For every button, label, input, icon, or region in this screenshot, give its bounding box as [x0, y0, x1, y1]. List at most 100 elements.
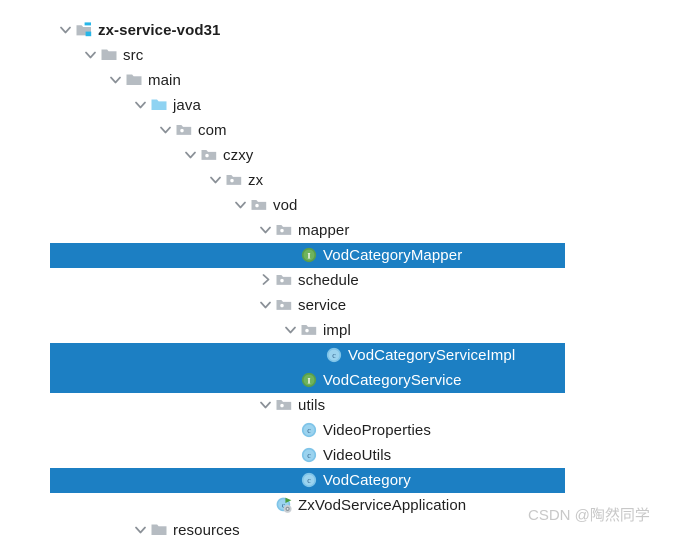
interface-icon: I [299, 368, 321, 393]
tree-row-content[interactable]: utils [258, 393, 325, 418]
tree-row-label: VodCategoryServiceImpl [348, 347, 516, 364]
tree-row[interactable]: main [0, 68, 679, 93]
tree-row[interactable]: c ZxVodServiceApplication [0, 493, 679, 518]
package-icon [274, 218, 296, 243]
chevron-down-icon[interactable] [258, 293, 274, 318]
tree-row-content[interactable]: vod [233, 193, 298, 218]
folder-source-root-icon [149, 93, 171, 118]
twisty-spacer [308, 343, 324, 368]
package-icon [274, 293, 296, 318]
tree-row-content[interactable]: czxy [183, 143, 253, 168]
row-selection-highlight [50, 343, 565, 368]
tree-row-content[interactable]: zx [208, 168, 263, 193]
chevron-down-icon[interactable] [233, 193, 249, 218]
package-icon [224, 168, 246, 193]
tree-row-label: java [173, 97, 201, 114]
tree-row-content[interactable]: c ZxVodServiceApplication [258, 493, 466, 518]
chevron-down-icon[interactable] [258, 218, 274, 243]
twisty-spacer [283, 418, 299, 443]
twisty-spacer [283, 243, 299, 268]
tree-row-label: VodCategory [323, 472, 411, 489]
twisty-spacer [283, 468, 299, 493]
tree-row-label: zx-service-vod31 [98, 22, 221, 39]
tree-row[interactable]: vod [0, 193, 679, 218]
tree-row-content[interactable]: mapper [258, 218, 349, 243]
chevron-down-icon[interactable] [258, 393, 274, 418]
class-icon: c [299, 418, 321, 443]
tree-row-content[interactable]: schedule [258, 268, 359, 293]
chevron-down-icon[interactable] [283, 318, 299, 343]
tree-row-content[interactable]: c VideoProperties [283, 418, 431, 443]
tree-row-label: zx [248, 172, 264, 189]
chevron-down-icon[interactable] [158, 118, 174, 143]
tree-row-label: VideoUtils [323, 447, 392, 464]
tree-row[interactable]: schedule [0, 268, 679, 293]
tree-row[interactable]: c VideoUtils [0, 443, 679, 468]
twisty-spacer [283, 443, 299, 468]
svg-text:I: I [307, 376, 310, 385]
module-folder-icon [74, 18, 96, 43]
tree-row-label: schedule [298, 272, 359, 289]
chevron-down-icon[interactable] [208, 168, 224, 193]
svg-text:I: I [307, 251, 310, 260]
tree-row-content[interactable]: service [258, 293, 346, 318]
svg-text:c: c [307, 426, 311, 435]
tree-row-label: impl [323, 322, 351, 339]
twisty-spacer [283, 368, 299, 393]
svg-text:c: c [282, 500, 286, 509]
tree-row[interactable]: c VideoProperties [0, 418, 679, 443]
tree-row-content[interactable]: resources [133, 518, 240, 543]
chevron-down-icon[interactable] [133, 93, 149, 118]
tree-row[interactable]: service [0, 293, 679, 318]
chevron-down-icon[interactable] [133, 518, 149, 543]
tree-row[interactable]: utils [0, 393, 679, 418]
tree-row-label: mapper [298, 222, 350, 239]
tree-row-label: vod [273, 197, 298, 214]
tree-row[interactable]: src [0, 43, 679, 68]
tree-row-label: service [298, 297, 347, 314]
package-icon [174, 118, 196, 143]
tree-row[interactable]: mapper [0, 218, 679, 243]
tree-row-content[interactable]: java [133, 93, 201, 118]
tree-row-label: czxy [223, 147, 254, 164]
tree-row[interactable]: com [0, 118, 679, 143]
tree-row-content[interactable]: zx-service-vod31 [58, 18, 221, 43]
tree-row-label: resources [173, 522, 240, 539]
chevron-down-icon[interactable] [83, 43, 99, 68]
tree-row-content[interactable]: impl [283, 318, 351, 343]
tree-row-label: main [148, 72, 181, 89]
spring-boot-application-icon: c [274, 493, 296, 518]
chevron-right-icon[interactable] [258, 268, 274, 293]
chevron-down-icon[interactable] [58, 18, 74, 43]
package-icon [274, 393, 296, 418]
tree-row[interactable]: zx [0, 168, 679, 193]
chevron-down-icon[interactable] [108, 68, 124, 93]
tree-row[interactable]: czxy [0, 143, 679, 168]
tree-row-label: src [123, 47, 144, 64]
chevron-down-icon[interactable] [183, 143, 199, 168]
folder-gray-icon [124, 68, 146, 93]
svg-text:c: c [307, 451, 311, 460]
tree-row[interactable]: resources [0, 518, 679, 543]
folder-gray-icon [99, 43, 121, 68]
tree-row-content[interactable]: main [108, 68, 181, 93]
tree-row[interactable]: java [0, 93, 679, 118]
tree-row-label: ZxVodServiceApplication [298, 497, 467, 514]
tree-row-label: VideoProperties [323, 422, 431, 439]
tree-row-content[interactable]: c VideoUtils [283, 443, 391, 468]
tree-row-content[interactable]: src [83, 43, 143, 68]
tree-row-content[interactable]: com [158, 118, 227, 143]
tree-row[interactable]: impl [0, 318, 679, 343]
class-icon: c [324, 343, 346, 368]
folder-gray-icon [149, 518, 171, 543]
tree-row[interactable]: zx-service-vod31 [0, 18, 679, 43]
